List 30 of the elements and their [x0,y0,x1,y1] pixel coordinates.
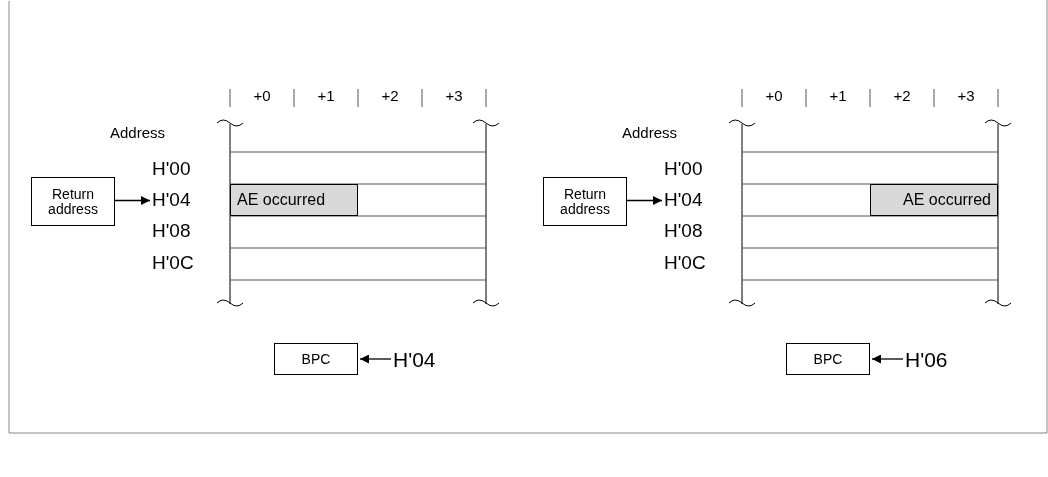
register-box: BPC [786,343,870,375]
address-label: H'00 [664,159,704,178]
return-address-box: Return address [543,177,627,226]
address-label: H'0C [152,253,195,272]
column-offset-label: +3 [956,88,976,103]
column-offset-label: +1 [316,88,336,103]
arrow [626,196,663,205]
ae-occurred-box: AE occurred [230,184,358,216]
arrow [871,354,904,364]
column-offset-label: +2 [380,88,400,103]
column-offset-label: +3 [444,88,464,103]
axis-title: Address [110,125,167,140]
register-value-label: H'04 [393,349,445,371]
return-address-box: Return address [31,177,115,226]
ae-occurred-box: AE occurred [870,184,998,216]
arrow [359,354,392,364]
address-label: H'08 [664,221,704,240]
register-box: BPC [274,343,358,375]
register-value-label: H'06 [905,349,957,371]
address-label: H'00 [152,159,192,178]
column-offset-label: +0 [764,88,784,103]
column-offset-label: +2 [892,88,912,103]
column-offset-label: +1 [828,88,848,103]
address-label: H'04 [152,190,204,211]
address-label: H'08 [152,221,192,240]
axis-title: Address [622,125,679,140]
address-label: H'04 [664,190,716,211]
column-offset-label: +0 [252,88,272,103]
address-label: H'0C [664,253,707,272]
arrow [114,196,151,205]
